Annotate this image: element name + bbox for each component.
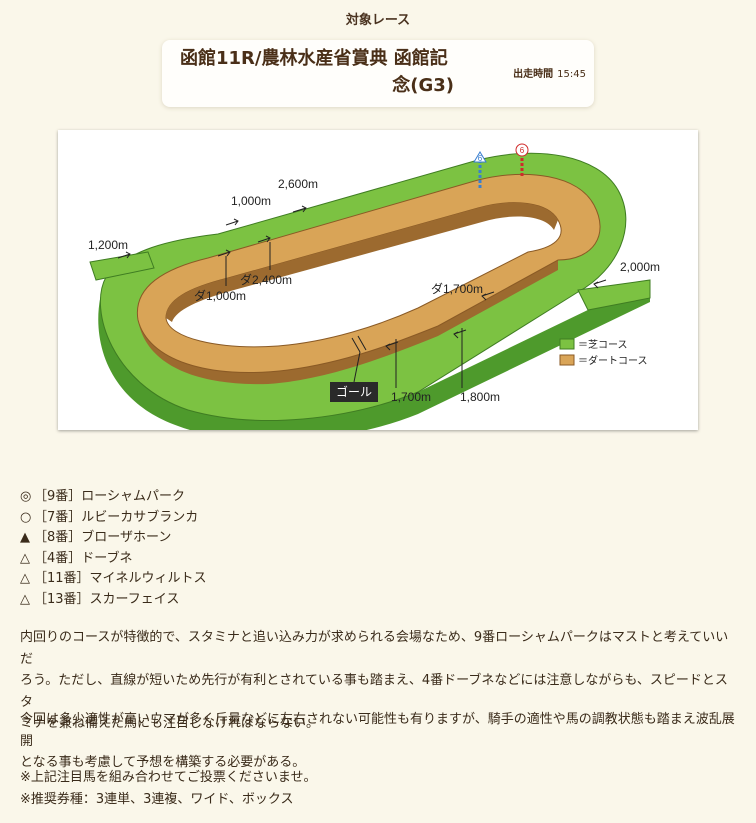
pick-mark: △ [20,571,30,586]
analysis-paragraph-1: 内回りのコースが特徴的で、スタミナと追い込み力が求められる会場なため、9番ローシ… [20,627,738,735]
analysis-2-line2: となる事も考慮して予想を構築する必要がある。 [20,755,306,770]
pole-b: 6 [515,143,529,178]
pick-mark: ○ [20,509,32,525]
pick-horse: ［11番］マイネルウィルトス [34,571,207,586]
note-line1: ※上記注目馬を組み合わせてご投票くださいませ。 [20,770,317,785]
analysis-1-line1: 内回りのコースが特徴的で、スタミナと追い込み力が求められる会場なため、9番ローシ… [20,630,729,667]
post-time-value: 15:45 [557,69,586,80]
legend-turf: ＝芝コース [578,338,628,351]
analysis-paragraph-2: 今回は多少適性が高いウマが多く斤量などに左右されない可能性も有りますが、騎手の適… [20,709,738,774]
race-name: 函館11R/農林水産省賞典 函館記 念(G3) [180,45,500,99]
label-2000: 2,000m [620,260,660,274]
pick-horse: ［9番］ローシャムパーク [34,489,186,504]
pick-mark: △ [20,550,30,566]
label-dirt1700: ダ1,700m [431,281,483,296]
pole-a-label: 6 [478,154,483,163]
analysis-1-line3: ミナを兼ね備えた馬にも注目しなければならない。 [20,716,320,731]
analysis-2-line1: 今回は多少適性が高いウマが多く斤量などに左右されない可能性も有りますが、騎手の適… [20,712,735,749]
pick-item: ○［7番］ルビーカサブランカ [20,508,740,529]
turf-chute-2000 [577,279,651,311]
label-dirt1000: ダ1,000m [194,288,246,303]
picks-list: ◎［9番］ローシャムパーク ○［7番］ルビーカサブランカ ▲ ［8番］ブローザホー… [20,487,740,610]
label-2600: 2,600m [278,177,318,191]
pick-mark: △ [20,591,30,607]
pick-horse: ［4番］ドーブネ [34,550,133,566]
turf-track-side [98,277,650,430]
pick-item: △［4番］ドーブネ [20,549,740,570]
notes: ※上記注目馬を組み合わせてご投票くださいませ。 ※推奨券種：3連単、3連複、ワイ… [20,767,738,810]
note-line2: ※推奨券種：3連単、3連複、ワイド、ボックス [20,791,294,807]
race-name-line2: 念(G3) [392,75,454,96]
pick-horse: ［7番］ルビーカサブランカ [34,509,199,525]
label-1000: 1,000m [231,194,271,208]
pick-item: ◎［9番］ローシャムパーク [20,487,740,508]
pick-mark: ◎ [20,489,32,504]
race-name-line1: 函館11R/農林水産省賞典 函館記 [180,48,448,69]
analysis-1-line2: ろう。ただし、直線が短いため先行が有利とされている事も踏まえ、4番ドーブネなどに… [20,673,728,710]
pole-b-label: 6 [520,146,525,155]
legend: ＝芝コース ＝ダートコース [559,338,648,367]
pole-a: 6 [473,151,487,190]
label-1800: 1,800m [460,390,500,404]
goal-label: ゴール [336,384,372,399]
pick-mark: ▲ [20,530,30,545]
pick-item: △ ［11番］マイネルウィルトス [20,569,740,590]
pick-horse: ［13番］スカーフェイス [34,591,180,607]
infield-wall [166,202,558,322]
dirt-track-side [138,260,558,385]
label-1200: 1,200m [88,238,128,252]
legend-dirt: ＝ダートコース [578,354,648,367]
label-dirt2400: ダ2,400m [240,272,292,287]
pick-horse: ［8番］ブローザホーン [34,530,172,545]
pick-item: ▲ ［8番］ブローザホーン [20,528,740,549]
course-map: 6 6 1,200m 1,000m 2,600m 2,000m ダ2,400 [58,130,698,430]
pick-item: △［13番］スカーフェイス [20,590,740,611]
label-1700: 1,700m [391,390,431,404]
goal-marker: ゴール [330,351,378,402]
section-title: 対象レース [345,13,411,28]
post-time-label: 出走時間 [513,69,554,80]
